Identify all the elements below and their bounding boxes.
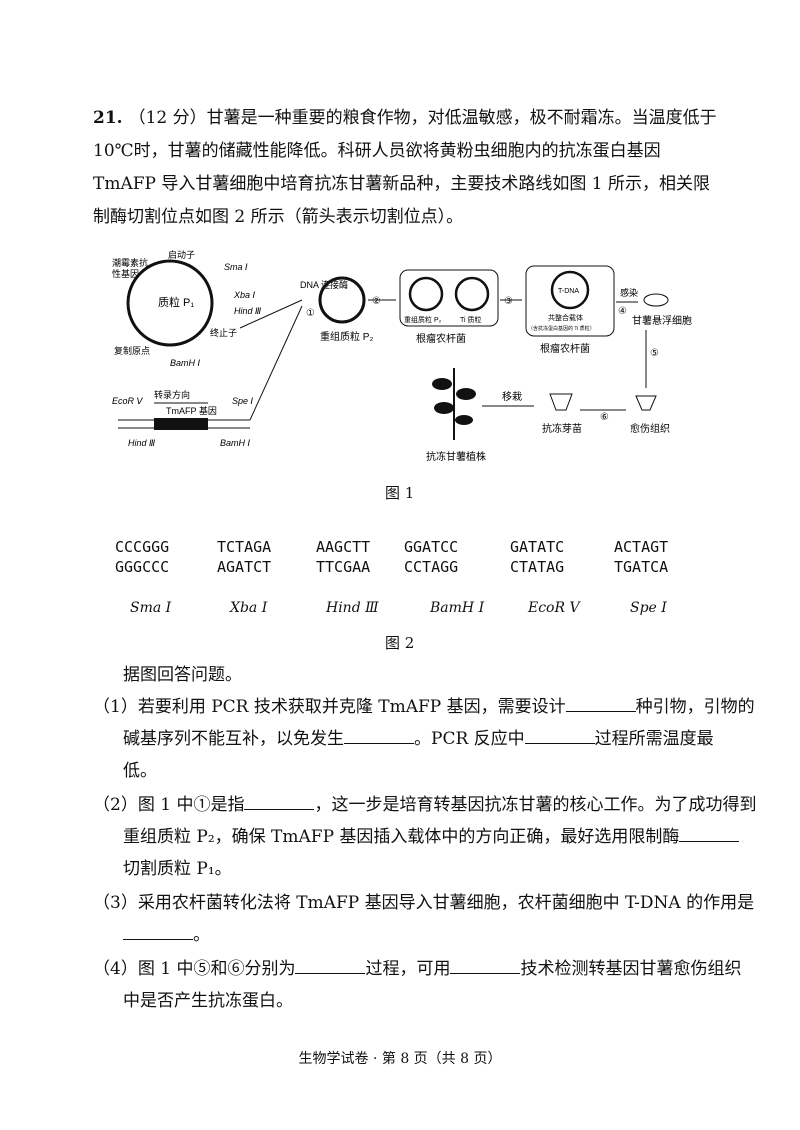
q1-line-2: 碱基序列不能互补，以免发生。PCR 反应中过程所需温度最: [123, 727, 714, 749]
stem-line-4: 制酶切割位点如图 2 所示（箭头表示切割位点）。: [93, 207, 464, 227]
recombinant-label: 重组质粒 P₂: [320, 330, 373, 343]
step-2: ②: [372, 296, 381, 307]
figure-2-caption: 图 2: [385, 634, 415, 652]
q4-blank-1[interactable]: [295, 957, 366, 974]
recombinant-p2-circle: [318, 276, 366, 324]
enzyme-name-bamh: BamH Ⅰ: [430, 600, 485, 616]
agro-box-2: [525, 265, 615, 337]
q4-line-2: 中是否产生抗冻蛋白。: [123, 991, 293, 1011]
suspension-label: 甘薯悬浮细胞: [632, 314, 692, 327]
q2-line-1: （2）图 1 中①是指，这一步是培育转基因抗冻甘薯的核心工作。为了成功得到: [93, 793, 757, 815]
plant-label: 抗冻甘薯植株: [426, 450, 486, 463]
hyg-label: 潮霉素抗: [112, 257, 148, 268]
q1-blank-3[interactable]: [524, 727, 595, 744]
plant-icon: [432, 368, 476, 440]
stem-line-3: TmAFP 导入甘薯细胞中培育抗冻甘薯新品种，主要技术路线如图 1 所示，相关限: [93, 174, 710, 194]
agro1-label: 根瘤农杆菌: [416, 332, 466, 345]
agro-box-1: [399, 269, 499, 327]
step-6: ⑥: [600, 412, 609, 423]
step-4: ④: [618, 306, 627, 317]
gene-box: [154, 418, 208, 430]
stem-line-2: 10℃时，甘薯的储藏性能降低。科研人员欲将黄粉虫细胞内的抗冻蛋白基因: [93, 141, 661, 161]
step-5: ⑤: [650, 348, 659, 359]
q2-blank-1[interactable]: [244, 793, 315, 810]
agro2-sub: （含抗冻蛋白基因的 Ti 质粒）: [528, 325, 595, 332]
q2-line-2: 重组质粒 P₂，确保 TmAFP 基因插入载体中的方向正确，最好选用限制酶: [123, 822, 740, 847]
question-stem: 21.（12 分）甘薯是一种重要的粮食作物，对低温敏感，极不耐霜冻。当温度低于 …: [93, 102, 733, 234]
intro-text: 据图回答问题。: [123, 665, 242, 685]
sma-label: Sma Ⅰ: [224, 262, 248, 272]
hind-label: Hind Ⅲ: [234, 306, 261, 316]
gene-label: TmAFP 基因: [166, 405, 217, 416]
enzyme-name-xba: Xba Ⅰ: [230, 600, 268, 616]
ori-label: 复制原点: [114, 345, 150, 356]
enzyme-name-ecor: EcoR Ⅴ: [528, 600, 580, 616]
q3-blank-1[interactable]: [123, 923, 193, 940]
enzyme-name-sma: Sma Ⅰ: [130, 600, 172, 616]
step-3: ③: [504, 296, 513, 307]
agro1-inner-2: Ti 质粒: [460, 315, 482, 324]
question-number: 21.: [93, 108, 123, 128]
q1-blank-1[interactable]: [565, 695, 636, 712]
ligase-label: DNA 连接酶: [300, 279, 348, 290]
figure-1-caption: 图 1: [385, 484, 415, 502]
plasmid-p1-circle: [126, 259, 214, 347]
seedling-label: 抗冻芽苗: [542, 422, 582, 435]
stem-line-1: 21.（12 分）甘薯是一种重要的粮食作物，对低温敏感，极不耐霜冻。当温度低于: [93, 108, 717, 128]
seedling-flask-icon: [549, 393, 573, 411]
infect-label: 感染: [620, 287, 638, 298]
q1-line-1: （1）若要利用 PCR 技术获取并克隆 TmAFP 基因，需要设计种引物，引物的: [93, 695, 755, 717]
direction-label: 转录方向: [154, 389, 190, 400]
enzyme-name-hind: Hind Ⅲ: [326, 600, 379, 616]
hyg-label-2: 性基因: [112, 268, 139, 279]
terminator-label: 终止子: [210, 327, 237, 338]
page-footer: 生物学试卷 · 第 8 页（共 8 页）: [298, 1051, 502, 1067]
q4-line-1: （4）图 1 中⑤和⑥分别为过程，可用技术检测转基因甘薯愈伤组织: [93, 957, 742, 979]
step-1: ①: [306, 308, 315, 319]
callus-label: 愈伤组织: [630, 422, 670, 435]
connector-1: [239, 299, 303, 329]
connector-2: [249, 305, 303, 421]
agro1-plasmid-1: [408, 276, 444, 312]
q1-line-3: 低。: [123, 761, 157, 781]
agro2-label: 根瘤农杆菌: [540, 342, 590, 355]
q3-line-2: 。: [123, 920, 210, 945]
callus-flask-icon: [635, 395, 657, 411]
transplant-label: 移栽: [502, 390, 522, 403]
ecor-label: EcoR Ⅴ: [112, 396, 144, 406]
dish-icon: [643, 293, 669, 307]
agro1-inner-1: 重组质粒 P₂: [404, 315, 442, 324]
q2-blank-2[interactable]: [679, 825, 740, 842]
promoter-label: 启动子: [168, 249, 195, 260]
q2-line-3: 切割质粒 P₁。: [123, 859, 232, 879]
gene-bamh-label: BamH Ⅰ: [220, 438, 251, 448]
agro2-inner: 共整合载体: [548, 313, 583, 322]
plasmid-p1-label: 质粒 P₁: [158, 295, 194, 309]
q4-blank-2[interactable]: [450, 957, 521, 974]
q3-line-1: （3）采用农杆菌转化法将 TmAFP 基因导入甘薯细胞，农杆菌细胞中 T-DNA…: [93, 893, 755, 913]
agro1-plasmid-2: [454, 276, 490, 312]
gene-hind-label: Hind Ⅲ: [128, 438, 155, 448]
xba-label: Xba Ⅰ: [233, 290, 256, 300]
enzyme-name-spe: Spe Ⅰ: [630, 600, 667, 616]
figure-1-diagram: 质粒 P₁ 潮霉素抗 性基因 启动子 Sma Ⅰ Xba Ⅰ Hind Ⅲ 终止…: [112, 249, 692, 463]
bamh-label: BamH Ⅰ: [170, 358, 201, 368]
agro2-plasmid: [550, 270, 590, 310]
spe-label: Spe Ⅰ: [232, 396, 254, 406]
q1-blank-2[interactable]: [344, 727, 414, 744]
tdna-label: T-DNA: [558, 288, 579, 295]
